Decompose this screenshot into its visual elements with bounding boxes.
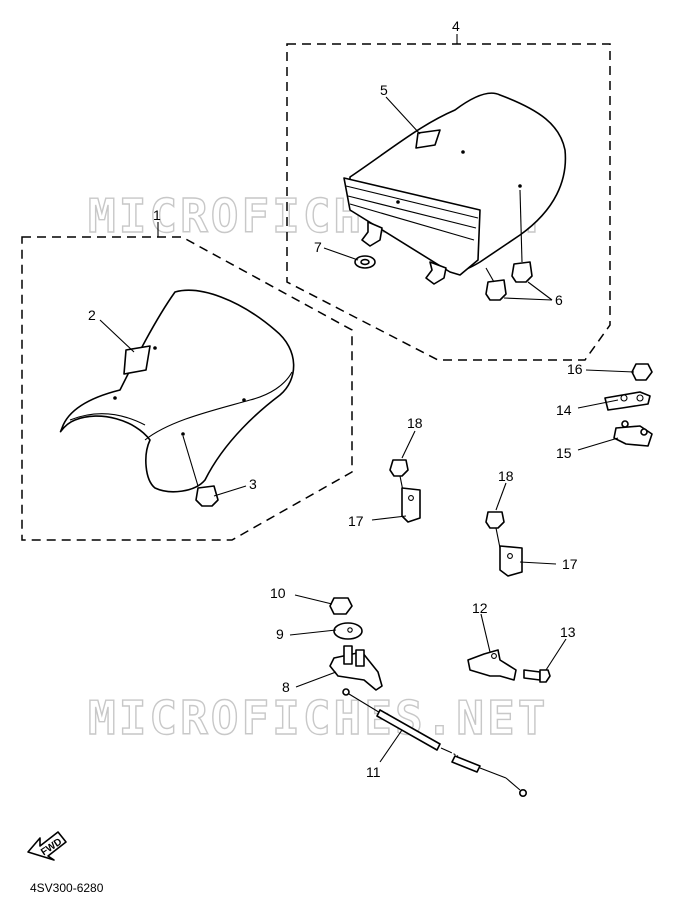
callout-8: 8 (282, 679, 290, 695)
holder-17-lower[interactable] (499, 545, 523, 577)
watermark-bottom: MICROFICHES.NET (88, 691, 548, 745)
bracket-14[interactable] (604, 391, 651, 411)
bolt-13[interactable] (523, 669, 551, 683)
callout-7: 7 (314, 239, 322, 255)
callout-5: 5 (380, 82, 388, 98)
callout-12: 12 (472, 600, 488, 616)
callout-1: 1 (153, 207, 161, 223)
callout-15: 15 (556, 445, 572, 461)
front-seat-cushion[interactable] (59, 289, 295, 493)
seat-lock-8[interactable] (329, 645, 383, 691)
callout-14: 14 (556, 402, 572, 418)
callout-13: 13 (560, 624, 576, 640)
callout-11: 11 (366, 764, 381, 780)
nut-16[interactable] (631, 363, 653, 381)
washer-plate-9[interactable] (333, 622, 363, 640)
plate-15[interactable] (613, 420, 653, 447)
rear-seat-group-box (286, 43, 611, 361)
collar-7[interactable] (354, 255, 376, 269)
front-seat-group-box (21, 236, 353, 541)
bolt-18-lower[interactable] (485, 511, 505, 549)
callout-4: 4 (452, 18, 460, 34)
front-seat-damper-3[interactable] (182, 435, 219, 507)
callout-10: 10 (270, 585, 286, 601)
holder-17-upper[interactable] (401, 487, 421, 523)
callout-17-lower: 17 (562, 556, 578, 572)
rear-seat-cushion[interactable] (343, 92, 567, 285)
nut-10[interactable] (329, 597, 353, 615)
callout-18-upper: 18 (407, 415, 423, 431)
callout-6: 6 (555, 292, 563, 308)
forward-arrow-icon: FWD (27, 831, 67, 861)
callout-2: 2 (88, 307, 96, 323)
callout-18-lower: 18 (498, 468, 514, 484)
callout-16: 16 (567, 361, 583, 377)
callout-17-upper: 17 (348, 513, 364, 529)
callout-3: 3 (249, 476, 257, 492)
seat-lock-cable-11[interactable] (342, 688, 527, 797)
diagram-code: 4SV300-6280 (30, 881, 104, 895)
bracket-12[interactable] (467, 649, 517, 681)
callout-9: 9 (276, 626, 284, 642)
rear-seat-damper-6[interactable] (485, 189, 533, 301)
